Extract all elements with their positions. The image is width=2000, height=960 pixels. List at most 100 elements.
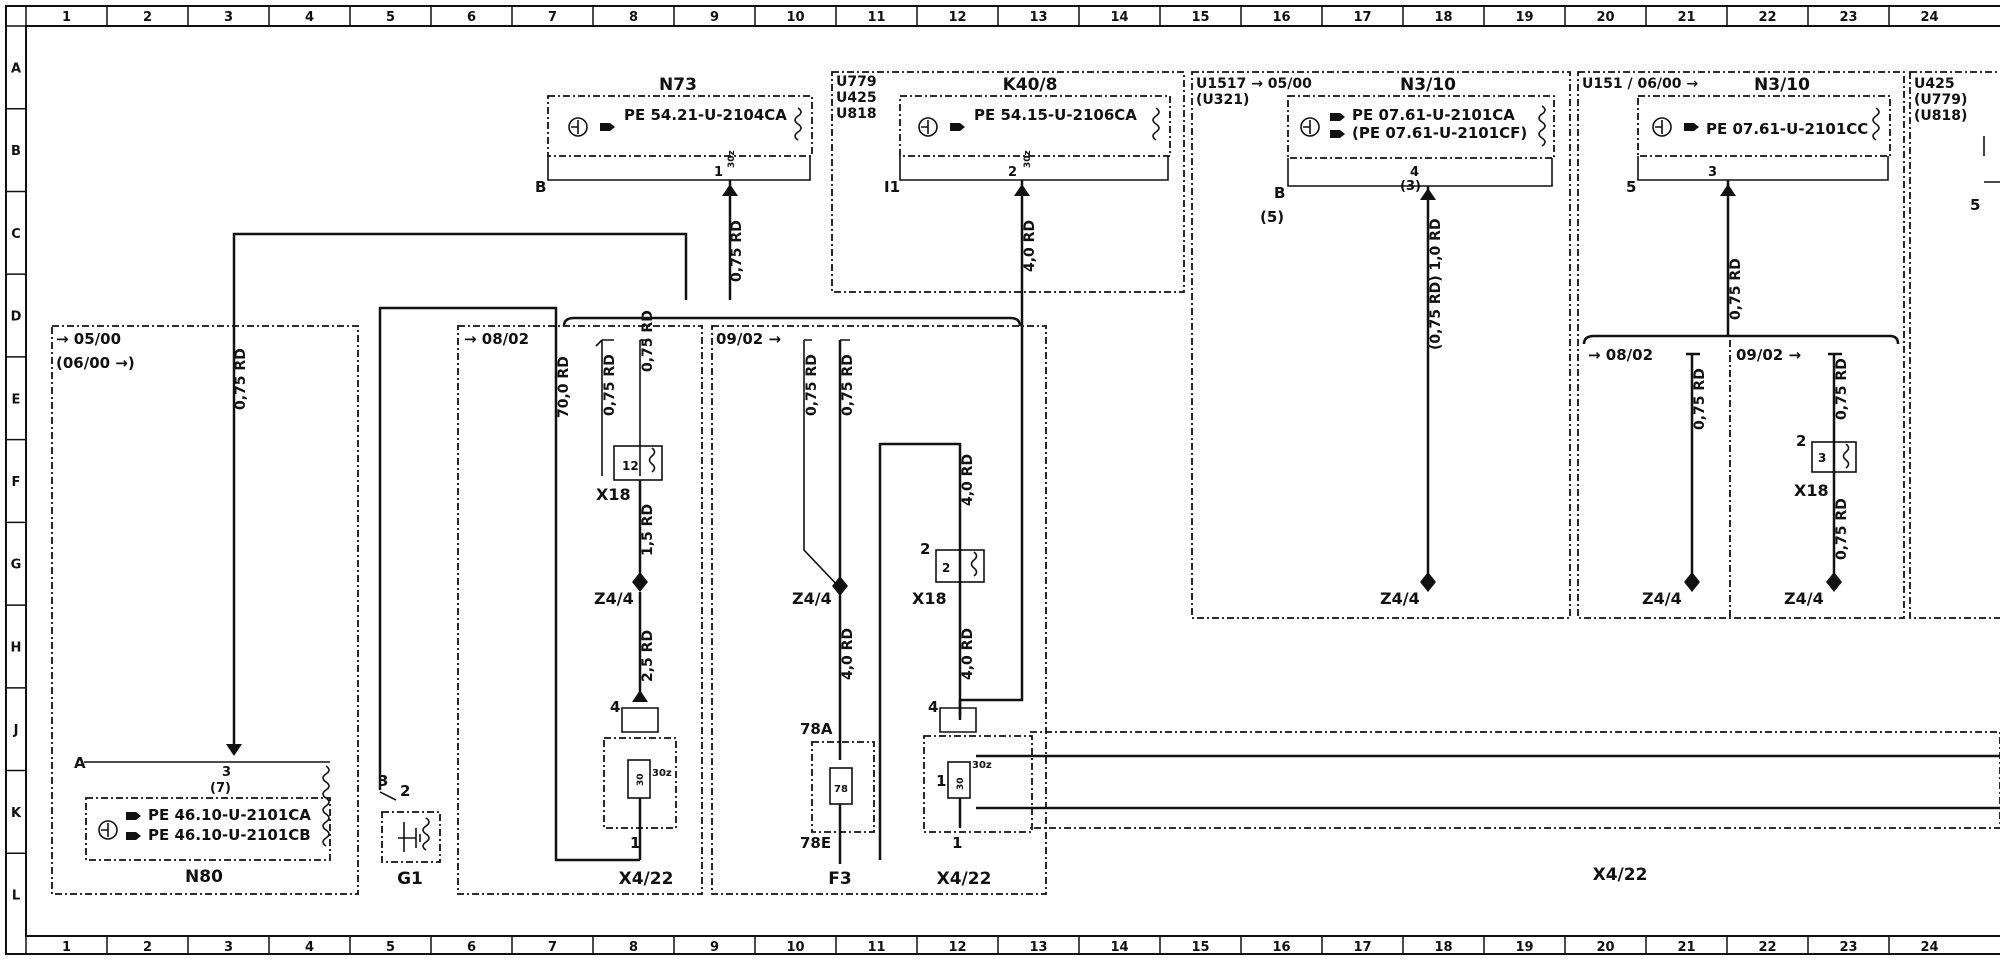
- ref-pointer-icon: [126, 812, 141, 820]
- x422-left-pin-4: 4: [610, 698, 620, 716]
- wire-label-0802-b: 0,75 RD: [640, 310, 656, 372]
- battery-icon: [398, 822, 421, 852]
- wire-label-n310a: (0,75 RD) 1,0 RD: [1428, 218, 1444, 350]
- k40-title: K40/8: [1003, 75, 1058, 95]
- k40-resistor-icon: [1152, 107, 1160, 141]
- n73-resistor-icon: [794, 107, 802, 141]
- x18-mid-box: [935, 549, 985, 583]
- ruler-column-label: 24: [1920, 940, 1938, 955]
- n80-pin: 3: [222, 765, 231, 780]
- right-stub-variant-2: (U779): [1914, 92, 1967, 108]
- ruler-column-label: 4: [305, 10, 314, 25]
- ruler-column-label: 10: [786, 940, 804, 955]
- n73-title: N73: [659, 75, 697, 95]
- ruler-column-label: 20: [1596, 940, 1614, 955]
- group-0802-left-box: [457, 325, 703, 895]
- wire-n80-feed: [232, 232, 688, 746]
- n310b-pin: 3: [1708, 165, 1717, 180]
- n80-title: N80: [185, 867, 223, 887]
- module-symbol-icon: [98, 820, 118, 840]
- ruler-row-label: H: [11, 640, 22, 655]
- z44-label-mid: Z4/4: [792, 589, 832, 608]
- ruler-row-label: F: [12, 475, 21, 490]
- n310a-variant-1: U1517 → 05/00: [1196, 76, 1312, 92]
- ruler-column-label: 16: [1272, 10, 1290, 25]
- ruler-column-label: 14: [1110, 10, 1128, 25]
- wire-label-0802-a: 0,75 RD: [602, 354, 618, 416]
- n73-pin-tag: 30z: [727, 150, 737, 168]
- ruler-column-label: 21: [1677, 940, 1695, 955]
- wire-label-70: 70,0 RD: [556, 356, 572, 418]
- component-n310a: U1517 → 05/00 (U321) N3/10 PE 07.61-U-21…: [1191, 71, 1571, 619]
- z44-splice-left: [632, 572, 648, 592]
- wire-label-40-mid: 4,0 RD: [840, 628, 856, 680]
- wire-label-n310b: 0,75 RD: [1728, 258, 1744, 320]
- ruler-column-label: 18: [1434, 10, 1452, 25]
- k40-pin-left: I1: [884, 178, 900, 196]
- x18-label-right: X18: [1794, 481, 1829, 500]
- wire-0802-right: [1686, 352, 1700, 582]
- n310a-module-box: [1287, 95, 1555, 159]
- ref-pointer-icon: [1330, 130, 1345, 138]
- n310a-ref-2: (PE 07.61-U-2101CF): [1352, 124, 1527, 142]
- component-g1: 3 2 G1: [378, 772, 441, 889]
- wire-label-40-x18: 4,0 RD: [960, 454, 976, 506]
- n80-pin-left: A: [74, 754, 86, 772]
- n80-resistor-icon: [322, 765, 330, 847]
- x422-extension: [1030, 731, 2000, 829]
- ruler-column-label: 15: [1191, 940, 1209, 955]
- wire-0802-stub-b: [639, 339, 650, 476]
- x422-right-tag-30: 30: [956, 777, 966, 790]
- k40-variant-2: U425: [836, 90, 877, 106]
- x18-right-pin-3: 3: [1818, 451, 1826, 465]
- ref-pointer-icon: [126, 832, 141, 840]
- ref-pointer-icon: [1330, 113, 1345, 121]
- ruler-column-label: 11: [867, 940, 885, 955]
- z44-label-n310a: Z4/4: [1380, 589, 1420, 608]
- ruler-column-label: 22: [1758, 10, 1776, 25]
- k40-pin-tag: 30z: [1023, 150, 1033, 168]
- n80-variant-1: → 05/00: [56, 330, 121, 348]
- ruler-column-label: 17: [1353, 10, 1371, 25]
- ruler-column-label: 12: [948, 940, 966, 955]
- g1-pin-2: 2: [400, 782, 410, 800]
- ruler-row-label: B: [11, 144, 21, 159]
- n310a-pin-alt: (3): [1400, 179, 1421, 194]
- ruler-column-label: 9: [710, 940, 719, 955]
- x18-relay-box: [613, 445, 663, 481]
- x18-label-left: X18: [596, 485, 631, 504]
- wire-label-0902-right: 0,75 RD: [1834, 358, 1850, 420]
- ruler-column-label: 17: [1353, 940, 1371, 955]
- x18-mid-pin-2b: 2: [920, 540, 930, 558]
- wire-0902-a: [803, 340, 841, 589]
- ruler-column-label: 23: [1839, 10, 1857, 25]
- ruler-column-label: 7: [548, 940, 557, 955]
- g1-box: [381, 811, 441, 863]
- z44-label-right-b: Z4/4: [1784, 589, 1824, 608]
- ruler-column-label: 2: [143, 10, 152, 25]
- n310a-title: N3/10: [1400, 75, 1456, 95]
- ruler-column-label: 6: [467, 940, 476, 955]
- arrow-k40-icon: [1014, 184, 1030, 196]
- component-n310b: U151 / 06/00 → N3/10 PE 07.61-U-2101CC 5…: [1577, 71, 1905, 619]
- group-brace-right: [1582, 334, 1900, 345]
- n310b-title: N3/10: [1754, 75, 1810, 95]
- ruler-column-label: 5: [386, 940, 395, 955]
- ruler-column-label: 8: [629, 940, 638, 955]
- wire-0802-stub-a: [595, 339, 614, 476]
- n310a-pin-left: B: [1274, 184, 1285, 202]
- n73-bracket: [547, 156, 811, 181]
- ruler-column-label: 14: [1110, 940, 1128, 955]
- x18-label-mid: X18: [912, 589, 947, 608]
- k40-module-box: [899, 95, 1171, 157]
- ruler-column-label: 15: [1191, 10, 1209, 25]
- ruler-row-label: E: [12, 392, 21, 407]
- n310a-bracket: [1287, 158, 1553, 187]
- f3-bottom: 78E: [800, 834, 831, 852]
- module-symbol-icon: [568, 117, 588, 137]
- n310a-ref-1: PE 07.61-U-2101CA: [1352, 106, 1515, 124]
- component-n80: → 05/00 (06/00 →) A 3 (7) PE 46.10-U-210…: [51, 325, 359, 895]
- k40-bracket: [899, 156, 1169, 181]
- n73-ref: PE 54.21-U-2104CA: [624, 106, 787, 124]
